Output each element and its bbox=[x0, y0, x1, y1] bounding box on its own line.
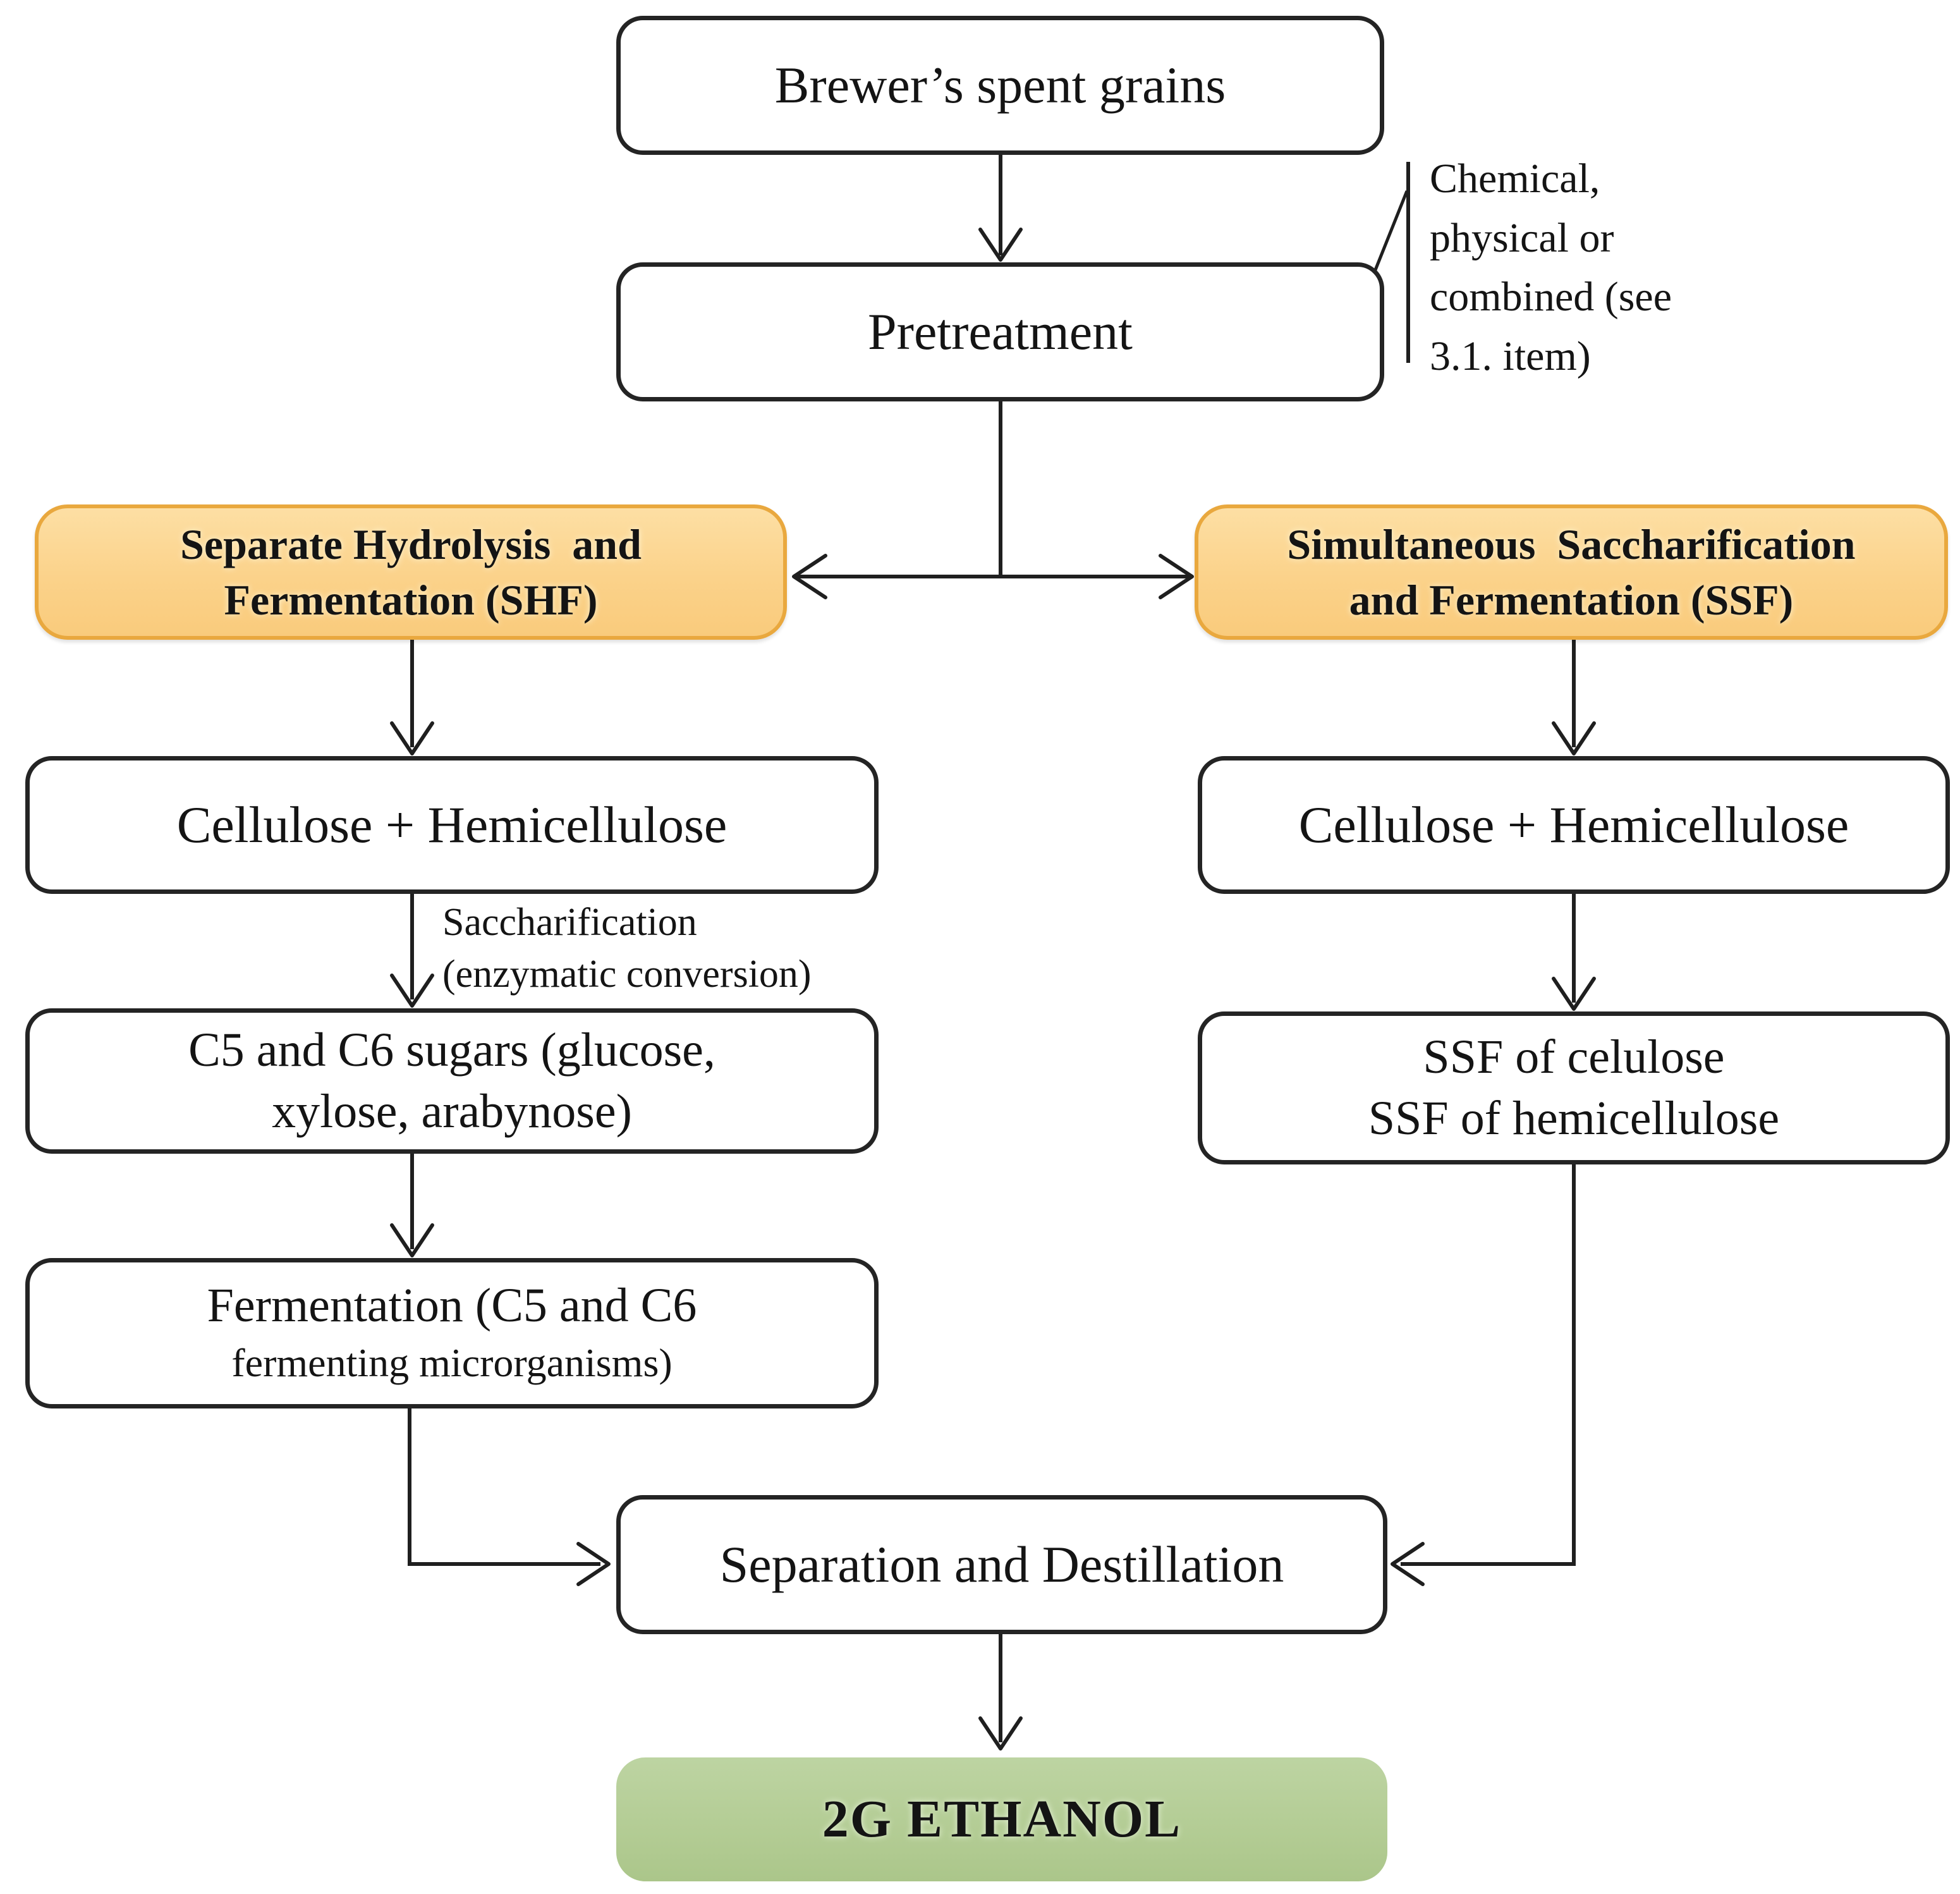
arrowhead-down-fermentation bbox=[390, 1223, 434, 1257]
saccharification-edge-label: Saccharification (enzymatic conversion) bbox=[442, 901, 812, 996]
node-fermentation: Fermentation (C5 and C6 fermenting micro… bbox=[25, 1258, 879, 1408]
arrowhead-down-cellulose-left bbox=[390, 721, 434, 755]
node-pretreatment: Pretreatment bbox=[616, 262, 1384, 401]
node-cellulose-left-label: Cellulose + Hemicellulose bbox=[176, 795, 727, 853]
arrowhead-down-pretreatment bbox=[978, 228, 1023, 262]
arrowhead-left-shf bbox=[792, 554, 827, 599]
node-separation-label: Separation and Destillation bbox=[719, 1535, 1284, 1593]
node-separation: Separation and Destillation bbox=[616, 1495, 1387, 1634]
arrowhead-down-ssf-products bbox=[1552, 977, 1596, 1011]
node-2g-ethanol: 2G ETHANOL bbox=[616, 1757, 1387, 1881]
node-c5-c6-sugars: C5 and C6 sugars (glucose, xylose, araby… bbox=[25, 1008, 879, 1154]
node-brewers-spent-grains-label: Brewer’s spent grains bbox=[774, 56, 1226, 114]
node-c5-c6-sugars-label: C5 and C6 sugars (glucose, xylose, araby… bbox=[188, 1023, 715, 1138]
arrowhead-down-cellulose-right bbox=[1552, 721, 1596, 755]
arrowhead-down-ethanol bbox=[978, 1716, 1023, 1750]
node-shf: Separate Hydrolysis and Fermentation (SH… bbox=[35, 504, 787, 640]
node-ssf: Simultaneous Saccharification and Fermen… bbox=[1195, 504, 1948, 640]
node-cellulose-left: Cellulose + Hemicellulose bbox=[25, 756, 879, 894]
arrowhead-left-separation bbox=[1391, 1542, 1425, 1586]
node-2g-ethanol-label: 2G ETHANOL bbox=[822, 1789, 1182, 1848]
node-cellulose-right-label: Cellulose + Hemicellulose bbox=[1298, 795, 1849, 853]
node-shf-label: Separate Hydrolysis and Fermentation (SH… bbox=[180, 520, 642, 624]
node-ssf-products: SSF of celulose SSF of hemicellulose bbox=[1198, 1011, 1950, 1164]
pretreatment-note: Chemical, physical or combined (see 3.1.… bbox=[1430, 156, 1672, 380]
node-ssf-products-label: SSF of celulose SSF of hemicellulose bbox=[1368, 1030, 1780, 1145]
node-ssf-label: Simultaneous Saccharification and Fermen… bbox=[1287, 520, 1856, 624]
arrowhead-down-c5-sugars bbox=[390, 974, 434, 1008]
arrowhead-right-ssf bbox=[1159, 554, 1194, 599]
node-cellulose-right: Cellulose + Hemicellulose bbox=[1198, 756, 1950, 894]
edge-ssf-products-to-separation bbox=[1401, 1164, 1576, 1566]
node-fermentation-label-line1: Fermentation (C5 and C6 bbox=[207, 1279, 697, 1333]
node-pretreatment-label: Pretreatment bbox=[868, 302, 1133, 360]
node-brewers-spent-grains: Brewer’s spent grains bbox=[616, 16, 1384, 155]
arrowhead-right-separation bbox=[576, 1542, 611, 1586]
node-fermentation-label-line2: fermenting microrganisms) bbox=[231, 1340, 673, 1386]
edge-fermentation-to-separation bbox=[408, 1408, 600, 1566]
